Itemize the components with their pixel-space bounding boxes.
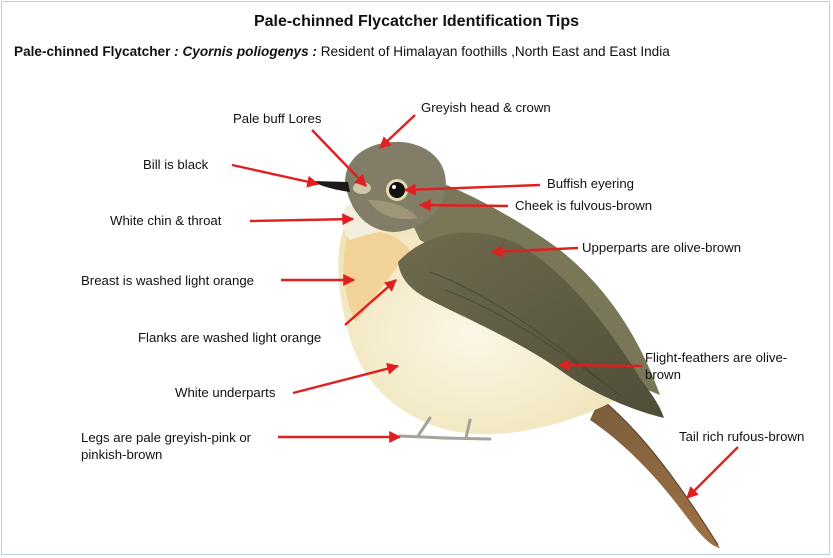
arrow-tail: [687, 447, 738, 498]
label-legs-line2: pinkish-brown: [81, 446, 251, 463]
label-greyish-head: Greyish head & crown: [421, 99, 551, 116]
arrow-white-chin: [250, 219, 353, 221]
lores-patch: [353, 182, 371, 194]
label-flight-feathers: Flight-feathers are olive- brown: [645, 349, 787, 383]
label-pale-buff-lores: Pale buff Lores: [233, 110, 321, 127]
label-flight-feathers-line2: brown: [645, 366, 787, 383]
label-cheek: Cheek is fulvous-brown: [515, 197, 652, 214]
label-white-chin: White chin & throat: [110, 212, 221, 229]
bill-shape: [312, 181, 350, 192]
arrow-cheek: [420, 205, 508, 206]
label-upperparts: Upperparts are olive-brown: [582, 239, 741, 256]
label-legs: Legs are pale greyish-pink or pinkish-br…: [81, 429, 251, 463]
label-tail: Tail rich rufous-brown: [679, 428, 804, 445]
arrow-flight-feathers: [559, 365, 642, 366]
arrow-bill: [232, 165, 318, 184]
label-flight-feathers-line1: Flight-feathers are olive-: [645, 349, 787, 366]
label-breast: Breast is washed light orange: [81, 272, 254, 289]
tail-shape: [590, 398, 720, 548]
label-bill: Bill is black: [143, 156, 208, 173]
eye: [389, 182, 405, 198]
label-legs-line1: Legs are pale greyish-pink or: [81, 429, 251, 446]
label-white-underparts: White underparts: [175, 384, 275, 401]
label-flanks: Flanks are washed light orange: [138, 329, 321, 346]
label-buffish-eyering: Buffish eyering: [547, 175, 634, 192]
